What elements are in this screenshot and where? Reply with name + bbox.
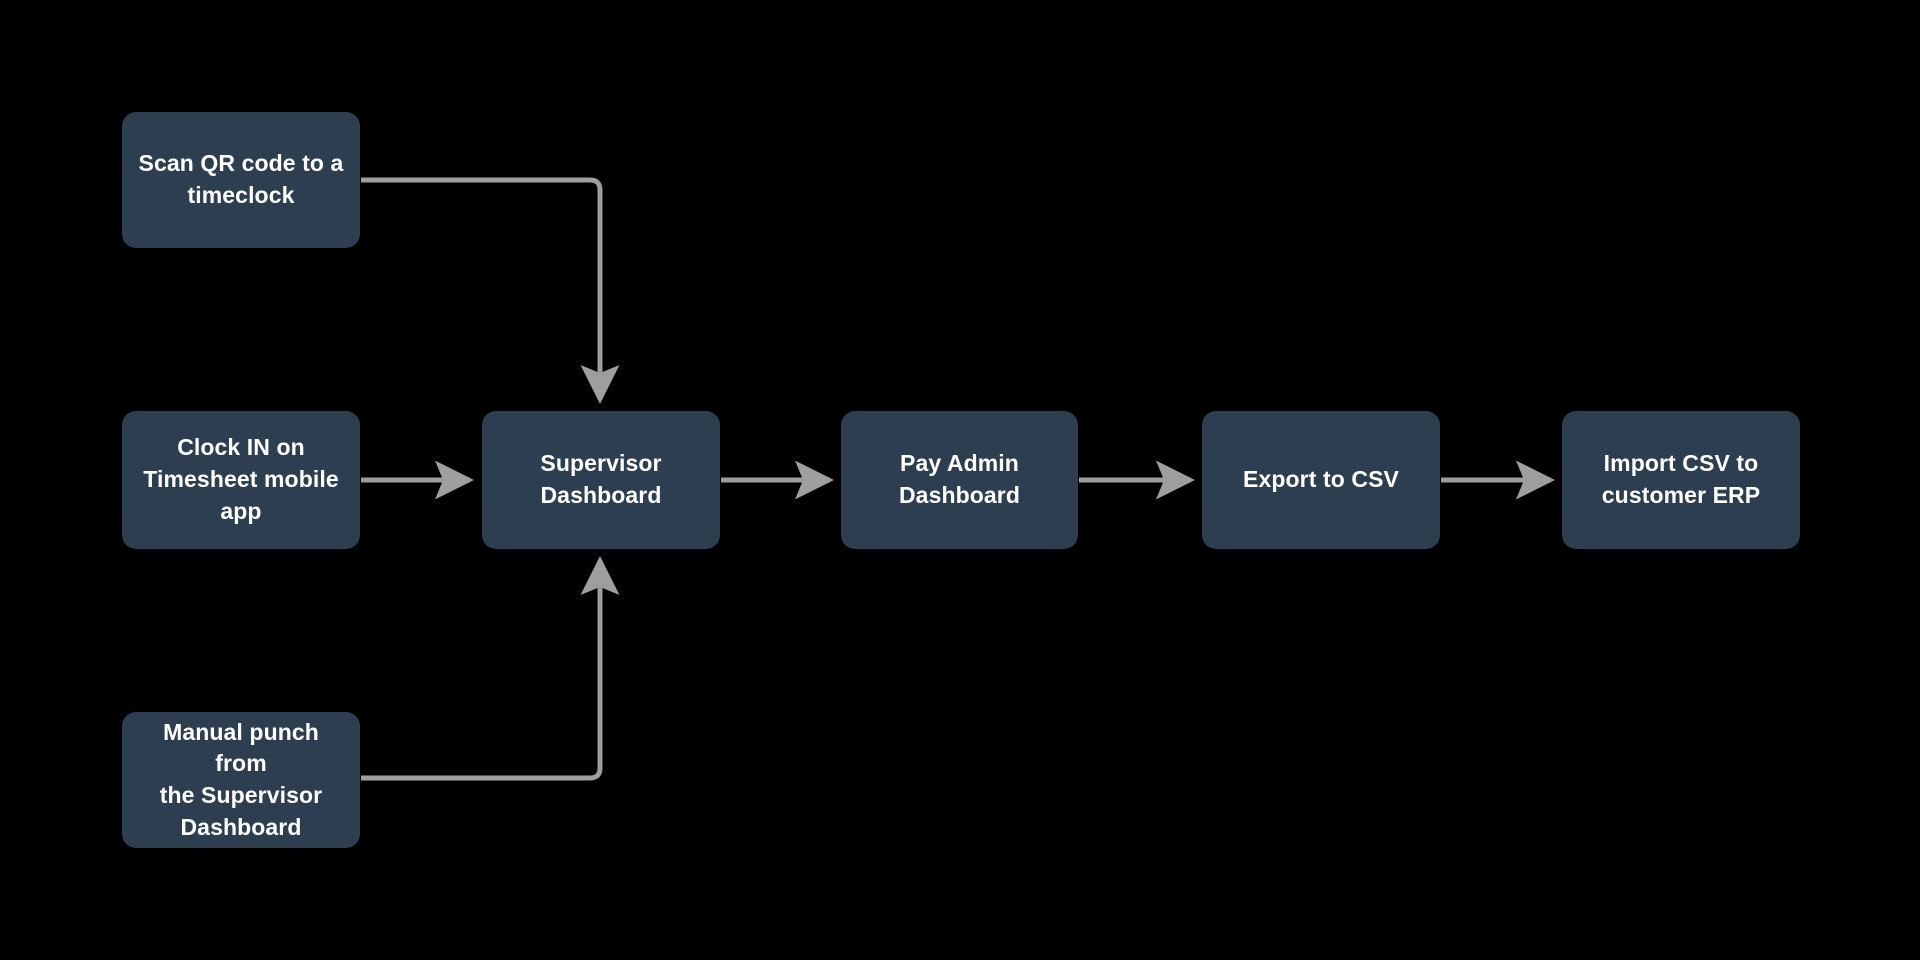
flow-node-label: Import CSV to customer ERP [1601, 450, 1761, 508]
flow-node-clock-in[interactable]: Clock IN on Timesheet mobile app [122, 411, 360, 549]
flow-node-label: Supervisor Dashboard [540, 450, 662, 508]
flow-node-export-to-csv[interactable]: Export to CSV [1202, 411, 1440, 549]
flow-node-manual-punch[interactable]: Manual punch from the Supervisor Dashboa… [122, 712, 360, 848]
edge-manual-punch-to-supervisor [361, 556, 620, 781]
flow-node-label: Manual punch from the Supervisor Dashboa… [159, 718, 323, 840]
flow-node-scan-qr[interactable]: Scan QR code to a timeclock [122, 112, 360, 248]
flow-node-supervisor-dashboard[interactable]: Supervisor Dashboard [482, 411, 720, 549]
flow-node-pay-admin-dashboard[interactable]: Pay Admin Dashboard [841, 411, 1078, 549]
flow-node-label: Scan QR code to a timeclock [138, 150, 344, 208]
edge-scan-qr-to-supervisor [361, 177, 620, 404]
flow-node-import-csv-to-erp[interactable]: Import CSV to customer ERP [1562, 411, 1800, 549]
flow-node-label: Pay Admin Dashboard [898, 450, 1021, 508]
flow-node-label: Clock IN on Timesheet mobile app [143, 434, 339, 524]
flow-node-label: Export to CSV [1243, 466, 1399, 493]
